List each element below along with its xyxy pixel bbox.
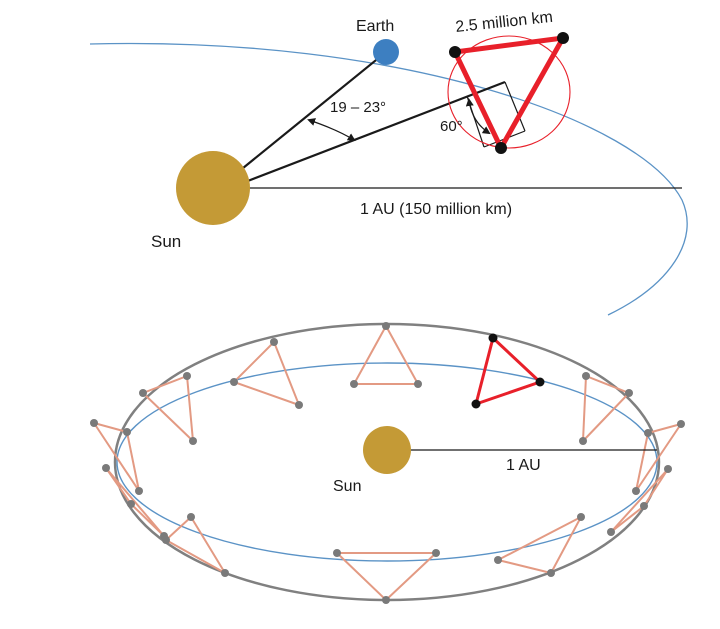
node — [127, 500, 135, 508]
top-panel: Earth Sun 2.5 million km 19 – 23° 60° 1 … — [89, 9, 688, 316]
position-triangle — [497, 516, 582, 574]
earth-orbit-ellipse — [116, 362, 658, 562]
node — [90, 419, 98, 427]
constellation-rotation-ellipse — [447, 35, 571, 149]
constellation-positions — [93, 325, 682, 601]
position-triangle — [336, 552, 437, 601]
node — [230, 378, 238, 386]
node — [582, 372, 590, 380]
position-triangle — [582, 375, 630, 442]
tilt-angle-arrow — [465, 98, 491, 135]
trail-angle-arrow — [307, 118, 356, 142]
node — [579, 437, 587, 445]
spacecraft-node-3 — [495, 142, 507, 154]
trail-angle-label: 19 – 23° — [330, 99, 386, 116]
node — [547, 569, 555, 577]
current-node-3 — [471, 399, 481, 409]
position-triangle — [635, 423, 682, 492]
node — [221, 569, 229, 577]
current-node-1 — [488, 333, 498, 343]
constellation-normal-line-2 — [504, 81, 526, 132]
node — [432, 549, 440, 557]
current-constellation-triangle — [474, 336, 542, 406]
sun-earth-line — [231, 51, 387, 178]
position-triangle — [233, 341, 300, 406]
earth — [373, 39, 399, 65]
position-triangle — [165, 516, 226, 574]
sun — [176, 151, 250, 225]
position-triangle — [142, 375, 194, 442]
position-nodes — [90, 322, 685, 604]
bottom-sun — [363, 426, 411, 474]
node — [640, 502, 648, 510]
tilt-angle-label: 60° — [440, 118, 463, 135]
bottom-sun-label: Sun — [333, 478, 361, 495]
node — [625, 389, 633, 397]
current-node-2 — [535, 377, 545, 387]
arm-length-label: 2.5 million km — [455, 9, 554, 36]
position-triangle — [105, 467, 165, 537]
node — [295, 401, 303, 409]
sun-constellation-line — [239, 80, 506, 186]
node — [270, 338, 278, 346]
node — [135, 487, 143, 495]
node — [677, 420, 685, 428]
node — [183, 372, 191, 380]
bottom-panel: Sun 1 AU — [90, 322, 685, 604]
node — [123, 428, 131, 436]
node — [162, 536, 170, 544]
node — [644, 429, 652, 437]
constellation-triangle — [452, 35, 566, 151]
node — [189, 437, 197, 445]
node — [102, 464, 110, 472]
node — [350, 380, 358, 388]
spacecraft-node-1 — [449, 46, 461, 58]
earth-orbit-arc — [89, 42, 688, 316]
node — [607, 528, 615, 536]
earth-label: Earth — [356, 18, 394, 35]
node — [333, 549, 341, 557]
node — [414, 380, 422, 388]
node — [187, 513, 195, 521]
node — [382, 596, 390, 604]
node — [139, 389, 147, 397]
spacecraft-node-2 — [557, 32, 569, 44]
bottom-distance-label: 1 AU — [506, 457, 541, 474]
sun-label: Sun — [151, 232, 181, 251]
position-triangle — [610, 468, 669, 533]
position-triangle — [93, 422, 140, 492]
position-triangle — [353, 325, 419, 385]
node — [664, 465, 672, 473]
node — [632, 487, 640, 495]
node — [494, 556, 502, 564]
node — [382, 322, 390, 330]
distance-label: 1 AU (150 million km) — [360, 201, 512, 218]
node — [577, 513, 585, 521]
